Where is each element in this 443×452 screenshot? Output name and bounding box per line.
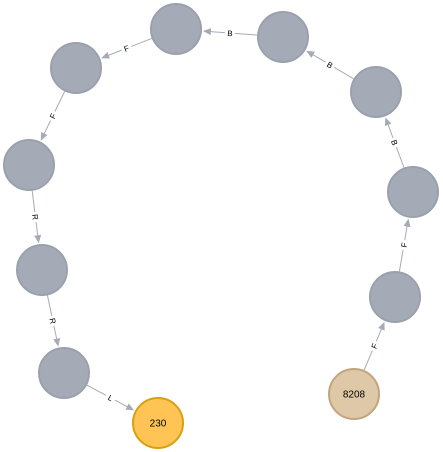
edge-label: L <box>106 393 115 403</box>
edge-label-group: R <box>46 315 59 327</box>
graph-node[interactable] <box>257 11 309 63</box>
graph-node[interactable] <box>150 3 202 55</box>
edge-label-background <box>224 27 236 39</box>
edge-arrowhead <box>34 234 42 244</box>
relationship-edge[interactable]: B <box>306 50 354 80</box>
edge-label-background <box>103 391 118 405</box>
node-circle <box>387 166 439 218</box>
edge-label: F <box>370 342 380 350</box>
node-caption: 230 <box>150 419 167 430</box>
edge-label-group: B <box>224 27 236 39</box>
edge-label-background <box>323 57 337 72</box>
edge-label-group: F <box>367 339 381 353</box>
graph-node[interactable] <box>3 139 55 191</box>
graph-node[interactable] <box>350 66 402 118</box>
node-8208[interactable]: 8208 <box>328 368 380 420</box>
node-circle <box>16 244 68 296</box>
edge-arrowhead <box>125 403 135 411</box>
nodes-layer: 8208 230 <box>3 3 439 449</box>
edge-label-group: F <box>46 109 60 123</box>
graph-node[interactable] <box>16 244 68 296</box>
edge-label-background <box>29 211 42 223</box>
edge-arrowhead <box>384 117 392 127</box>
relationship-edge[interactable]: F <box>363 321 385 371</box>
relationship-edge[interactable]: F <box>101 37 152 59</box>
edge-label-background <box>398 239 410 251</box>
edge-label: R <box>30 214 40 221</box>
edge-label-group: F <box>119 41 133 55</box>
edge-label: B <box>227 29 233 38</box>
edge-arrowhead <box>378 321 385 331</box>
node-caption: 8208 <box>343 390 366 401</box>
edge-label-group: B <box>388 136 402 149</box>
node-230[interactable]: 230 <box>132 397 184 449</box>
edge-label-group: R <box>29 211 42 223</box>
relationship-edge[interactable]: R <box>46 295 61 347</box>
edge-label-group: B <box>323 57 337 72</box>
relationship-edge[interactable]: B <box>384 117 405 168</box>
edge-label-group: L <box>103 391 118 405</box>
node-circle <box>150 3 202 55</box>
edge-label-background <box>388 136 402 149</box>
edge-arrowhead <box>403 218 411 228</box>
relationship-edge[interactable]: B <box>202 27 258 39</box>
edge-label-background <box>119 41 133 55</box>
edge-label: B <box>325 60 334 70</box>
relationship-edge[interactable]: R <box>29 190 42 244</box>
edge-arrowhead <box>306 50 315 58</box>
edge-arrowhead <box>40 131 48 141</box>
edge-label: B <box>389 139 399 147</box>
edge-arrowhead <box>202 28 212 36</box>
edges-layer: F F B B B F F R R L <box>29 27 411 411</box>
node-circle <box>328 368 380 420</box>
graph-node[interactable] <box>50 42 102 94</box>
relationship-edge[interactable]: F <box>398 218 411 272</box>
graph-node[interactable] <box>387 166 439 218</box>
graph-node[interactable] <box>369 271 421 323</box>
relationship-edge[interactable]: F <box>40 91 66 141</box>
node-circle <box>350 66 402 118</box>
relationship-edge[interactable]: L <box>86 384 135 411</box>
node-circle <box>50 42 102 94</box>
edge-label-group: F <box>398 239 410 251</box>
node-circle <box>3 139 55 191</box>
edge-arrowhead <box>101 52 110 59</box>
edge-label-background <box>367 339 381 353</box>
edge-arrowhead <box>53 338 61 347</box>
edge-label-background <box>46 315 59 327</box>
node-circle <box>132 397 184 449</box>
edge-label: F <box>400 242 410 248</box>
node-circle <box>38 347 90 399</box>
graph-node[interactable] <box>38 347 90 399</box>
node-circle <box>369 271 421 323</box>
edge-label-background <box>46 109 60 123</box>
edge-label: F <box>48 112 58 120</box>
node-circle <box>257 11 309 63</box>
edge-label: F <box>123 44 131 54</box>
edge-label: R <box>47 317 57 325</box>
